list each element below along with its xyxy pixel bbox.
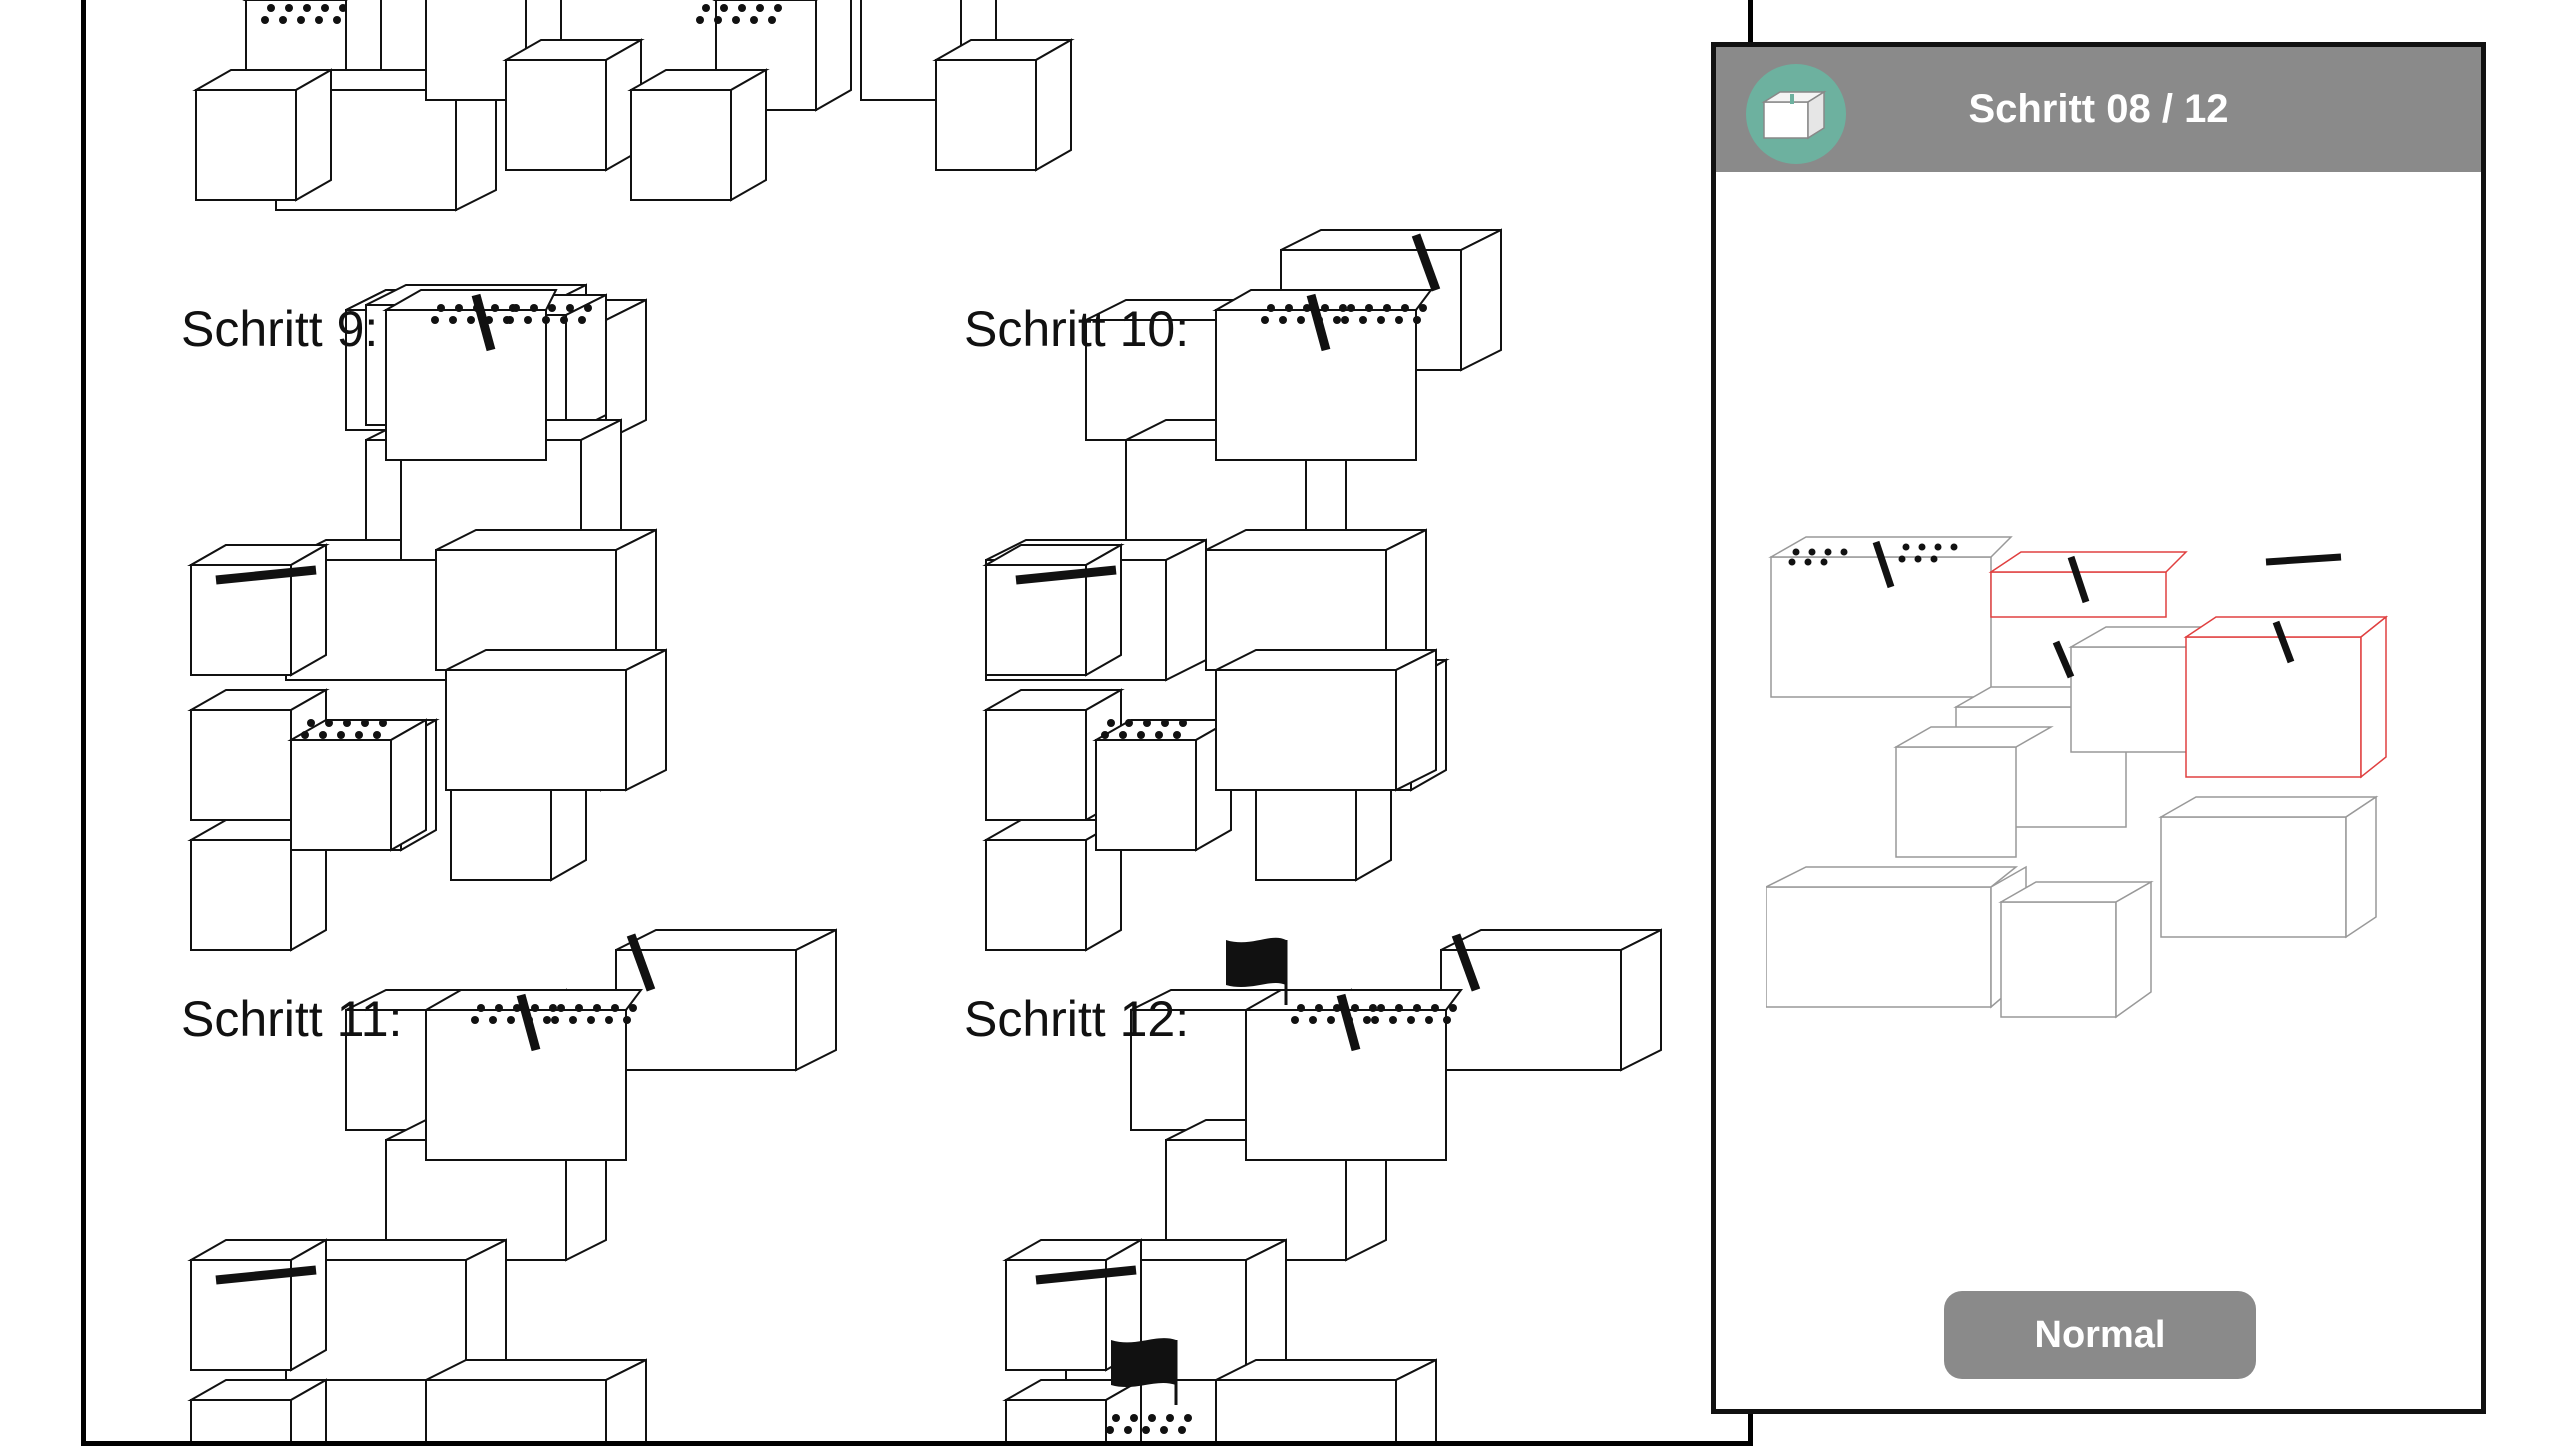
viewer-header: Schritt 08 / 12: [1716, 47, 2481, 172]
normal-mode-button[interactable]: Normal: [1944, 1291, 2256, 1379]
step-label-10: Schritt 10:: [964, 301, 1190, 357]
step-10-illustration: [985, 229, 1502, 951]
instruction-sheet: Schritt 9: Schritt 10: Schritt 11: Schri…: [81, 0, 1753, 1446]
step-9-illustration: [190, 284, 667, 951]
step-11-illustration: [190, 929, 837, 1441]
step-label-11: Schritt 11:: [181, 991, 403, 1047]
block-icon[interactable]: [1746, 64, 1846, 164]
step-preview-model[interactable]: [1766, 527, 2446, 1047]
step-viewer-panel: Schritt 08 / 12: [1711, 42, 2486, 1414]
flag-icon: [1226, 937, 1288, 1005]
step-label-12: Schritt 12:: [964, 991, 1190, 1047]
step-counter: Schritt 08 / 12: [1968, 87, 2229, 131]
top-right-partial: [630, 0, 1072, 201]
flag-icon: [1111, 1338, 1178, 1405]
step-label-9: Schritt 9:: [181, 301, 379, 357]
step-12-illustration: [1005, 929, 1662, 1441]
instruction-illustrations: [190, 0, 1662, 1441]
top-left-partial: [195, 0, 642, 211]
